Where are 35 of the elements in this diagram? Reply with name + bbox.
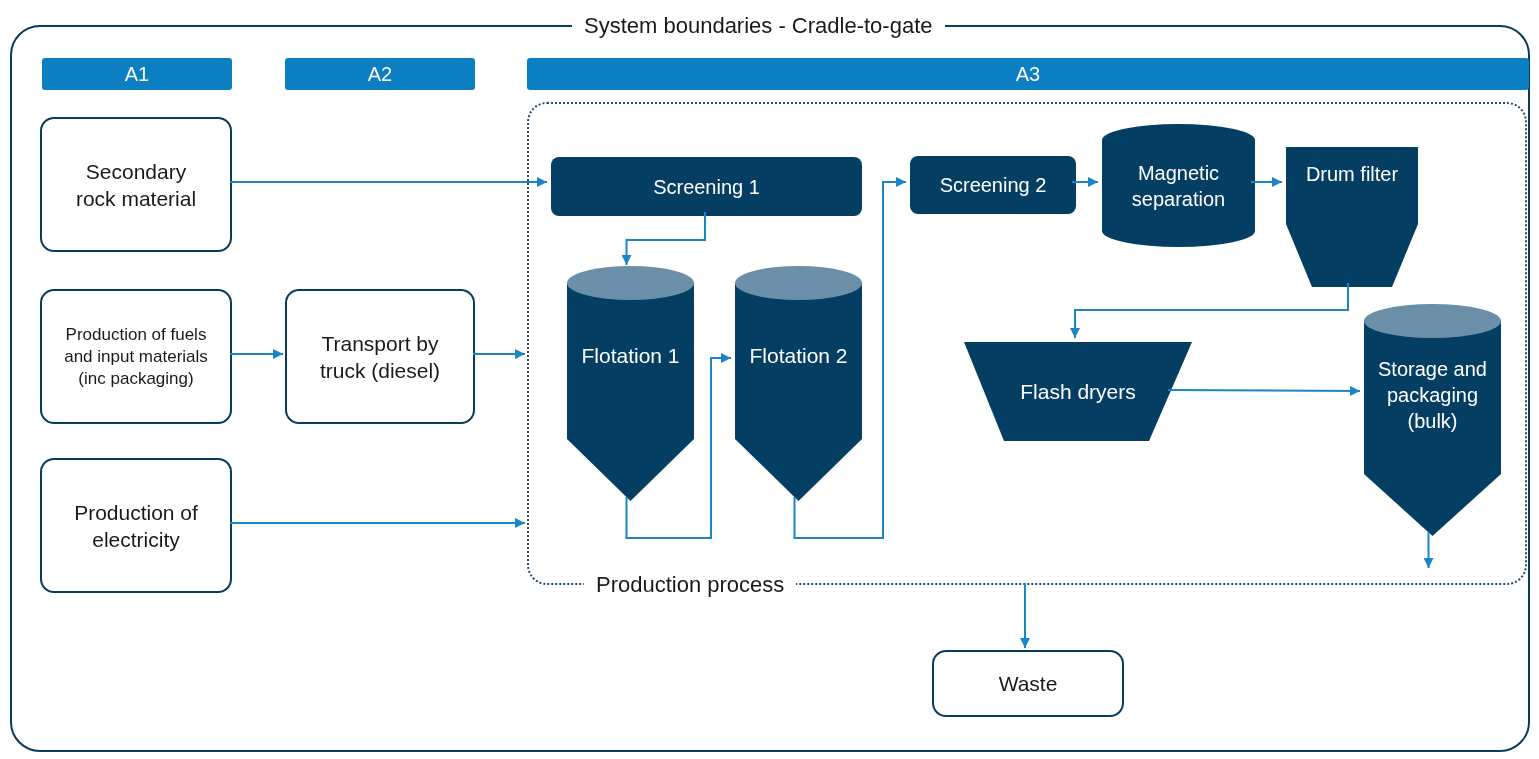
node-label: Production of fuels and input materials (inc packaging) (63, 323, 209, 390)
arrow (1423, 531, 1434, 569)
node-label: Production of electricity (73, 499, 199, 553)
node-label: A3 (1014, 62, 1042, 87)
node-label: Waste (997, 670, 1059, 697)
node-label: Secondary rock material (74, 158, 198, 212)
stage-bar (42, 58, 232, 90)
arrow (625, 353, 732, 539)
screening-box (551, 157, 862, 216)
node-label: A1 (123, 62, 151, 87)
screening-box (910, 156, 1076, 214)
process-box (40, 289, 232, 424)
arrow (1020, 582, 1030, 649)
node-label: Drum filter (1304, 162, 1400, 187)
node-label: Flash dryers (1019, 378, 1137, 405)
arrow (1250, 177, 1283, 187)
node-label: Flotation 1 (580, 343, 681, 369)
node-label: Screening 2 (938, 173, 1048, 198)
node-label: Flotation 2 (748, 343, 849, 369)
arrow (1167, 385, 1361, 396)
node-label: A2 (366, 62, 394, 87)
node-label: Storage and packaging (bulk) (1377, 357, 1488, 434)
process-box (285, 289, 475, 424)
stage-bar (527, 58, 1529, 90)
arrow (1070, 282, 1349, 339)
arrow (1071, 177, 1099, 187)
process-box (40, 458, 232, 593)
process-box (932, 650, 1124, 717)
stage-bar (285, 58, 475, 90)
node-label: Magnetic separation (1130, 160, 1227, 212)
process-box (40, 117, 232, 252)
node-label: Transport by truck (diesel) (318, 330, 442, 384)
node-label: Screening 1 (652, 174, 761, 200)
arrow (793, 177, 907, 539)
arrow (621, 211, 706, 266)
